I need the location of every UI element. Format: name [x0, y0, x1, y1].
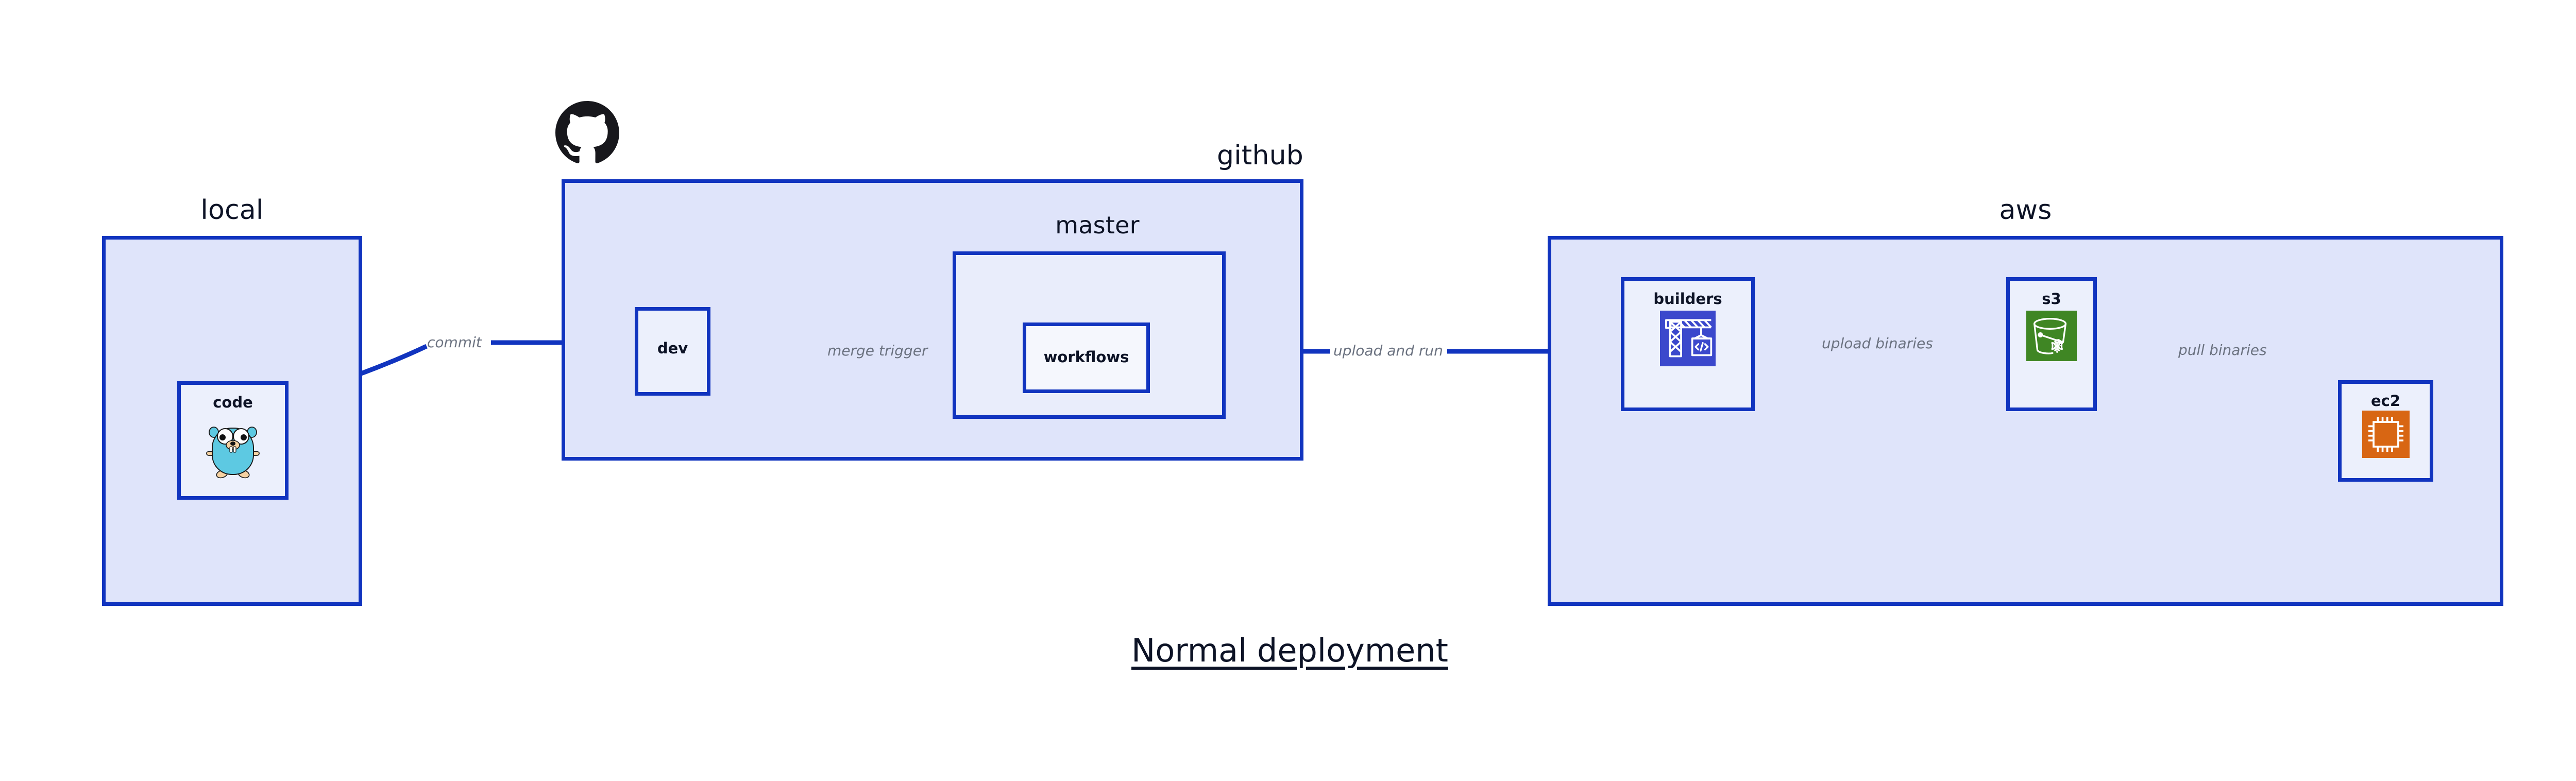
go-gopher-icon — [205, 422, 261, 479]
node-dev[interactable]: dev — [635, 307, 710, 396]
edge-label-merge-trigger: merge trigger — [827, 342, 928, 359]
node-label-s3: s3 — [2042, 290, 2061, 308]
group-label-local: local — [200, 195, 264, 226]
page-title: Normal deployment — [1131, 632, 1448, 669]
node-label-builders: builders — [1653, 290, 1722, 308]
node-label-workflows: workflows — [1043, 348, 1129, 366]
aws-ec2-chip-icon — [2362, 411, 2410, 458]
edge-label-upload-and-run: upload and run — [1333, 342, 1443, 359]
node-builders[interactable]: builders — [1621, 277, 1755, 411]
edge-label-upload-binaries: upload binaries — [1822, 335, 1933, 352]
edge-label-pull-binaries: pull binaries — [2178, 342, 2267, 359]
aws-s3-bucket-icon — [2026, 311, 2077, 361]
github-octocat-icon — [555, 101, 619, 165]
node-code[interactable]: code — [177, 381, 289, 500]
edge-label-commit: commit — [427, 334, 482, 351]
node-label-code: code — [213, 394, 253, 411]
group-label-aws: aws — [1999, 195, 2052, 226]
node-label-dev: dev — [657, 339, 688, 357]
node-label-ec2: ec2 — [2370, 392, 2401, 410]
node-ec2[interactable]: ec2 — [2338, 380, 2433, 482]
node-workflows[interactable]: workflows — [1023, 322, 1150, 393]
aws-codebuild-crane-icon — [1660, 311, 1716, 366]
node-s3[interactable]: s3 — [2006, 277, 2097, 411]
subgroup-label-master: master — [1055, 211, 1140, 239]
group-label-github: github — [1217, 140, 1303, 171]
